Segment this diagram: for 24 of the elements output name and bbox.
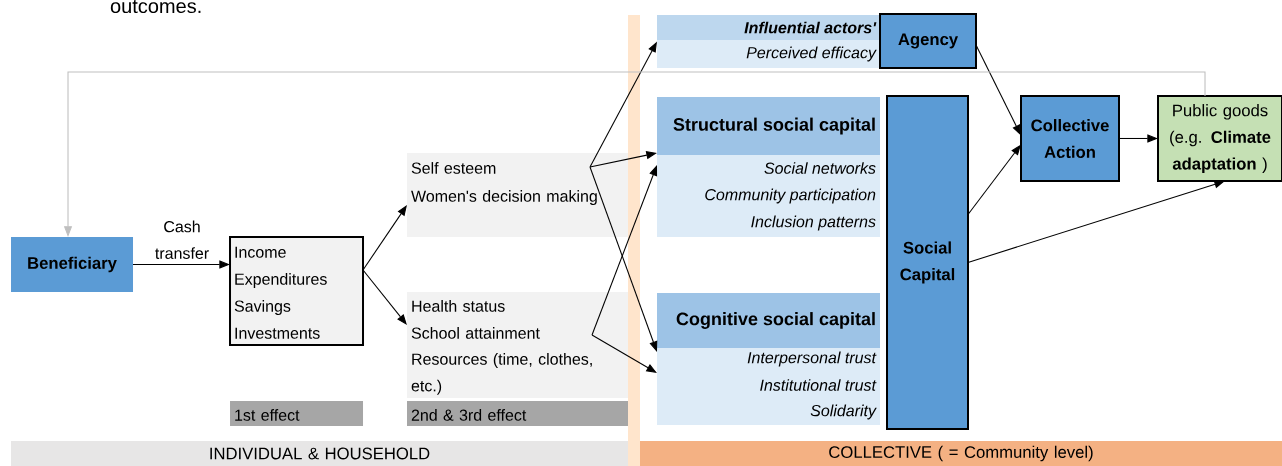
process-box: Collective Action <box>1020 95 1120 182</box>
tall-box: Social Capital <box>886 95 969 430</box>
start-box: Beneficiary <box>11 237 133 292</box>
process-box: Agency <box>879 13 977 69</box>
process-box: Income Expenditures Savings Investments <box>229 236 364 346</box>
factor-box: Influential actors' Perceived efficacy <box>657 15 880 68</box>
factor-box: Structural social capital Social networks Community participation Inclusion patterns <box>657 97 880 237</box>
arrow <box>1118 134 1158 143</box>
effect-band: 1st effect <box>230 401 363 426</box>
arrow <box>589 151 657 168</box>
result-box: Public goods (e.g. Climate adaptation ) <box>1157 95 1282 182</box>
edge-label: Cash transfer <box>142 220 222 259</box>
level-band: INDIVIDUAL & HOUSEHOLD <box>11 441 628 466</box>
factor-box: Cognitive social capital Interpersonal trust Institutional trust Solidarity <box>657 293 880 425</box>
level-band: COLLECTIVE ( = Community level) <box>640 441 1282 466</box>
arrow <box>362 269 407 325</box>
arrow <box>132 260 230 269</box>
heading-text: outcomes. <box>110 0 201 14</box>
outcome-box: Health status School attainment Resources (time, clothes, etc.) <box>407 292 628 398</box>
outcome-box: Self esteem Women's decision making <box>407 153 628 237</box>
arrow <box>362 205 407 271</box>
effect-band: 2nd & 3rd effect <box>407 401 628 426</box>
arrow <box>591 334 657 373</box>
arrow <box>967 180 1225 264</box>
